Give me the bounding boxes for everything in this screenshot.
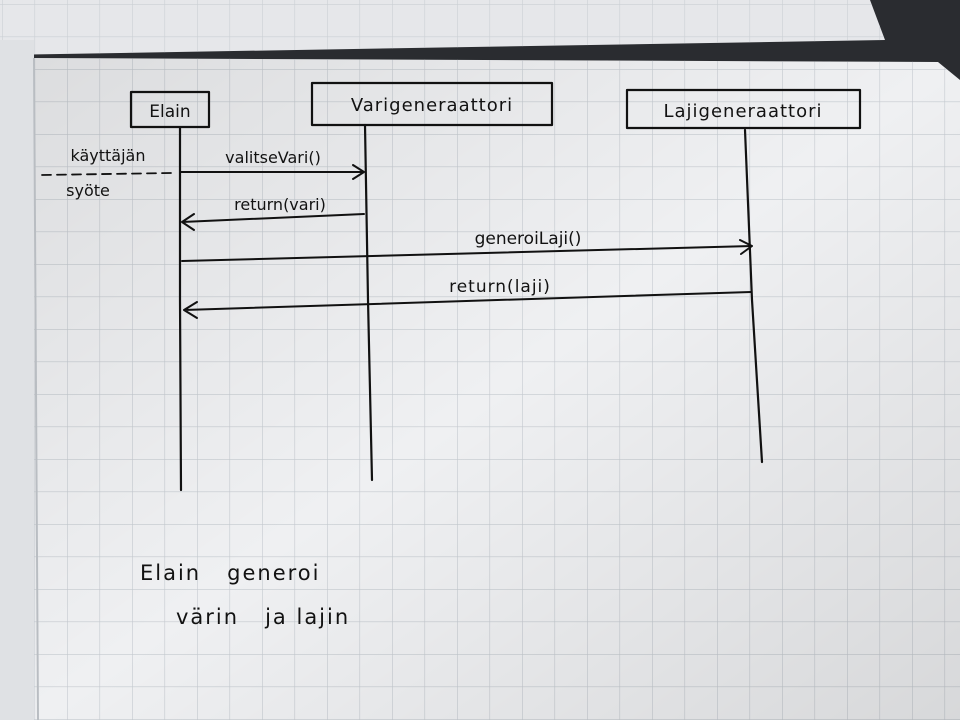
actor-varigeneraattori: Varigeneraattori [310, 81, 554, 127]
footer-note: Elain generoi värin ja lajin [140, 561, 350, 629]
actor-label: Elain [149, 102, 190, 122]
message-label: valitseVari() [225, 148, 321, 167]
side-note-line2: syöte [66, 181, 110, 200]
side-note-divider [41, 172, 173, 176]
actor-box [129, 90, 211, 129]
actor-elain: Elain [129, 90, 211, 129]
message-label: return(vari) [234, 195, 326, 214]
message-valitsevari: valitseVari() [180, 148, 365, 180]
lifeline-elain [178, 126, 183, 492]
notebook-page [0, 40, 960, 720]
message-arrow [181, 213, 365, 231]
side-note: käyttäjän syöte [41, 146, 173, 200]
back-page [0, 0, 885, 55]
lifeline-lajigeneraattori [743, 128, 764, 464]
actor-box [625, 88, 862, 130]
message-return-vari: return(vari) [181, 195, 365, 231]
message-arrow [183, 291, 752, 319]
actor-label: Lajigeneraattori [663, 101, 822, 122]
message-arrow [180, 164, 365, 180]
message-label: return(laji) [449, 277, 551, 297]
lifelines [178, 123, 764, 492]
message-return-laji: return(laji) [183, 277, 752, 319]
message-arrow [181, 239, 753, 262]
actor-lajigeneraattori: Lajigeneraattori [625, 88, 862, 130]
lifeline-varigeneraattori [363, 123, 374, 482]
side-note-line1: käyttäjän [71, 146, 146, 165]
message-label: generoiLaji() [475, 229, 582, 249]
footer-line1: Elain generoi [140, 561, 320, 585]
actor-box [310, 81, 554, 127]
footer-line2: värin ja lajin [176, 605, 350, 629]
message-generoilaji: generoiLaji() [181, 229, 753, 262]
actor-label: Varigeneraattori [351, 95, 513, 116]
